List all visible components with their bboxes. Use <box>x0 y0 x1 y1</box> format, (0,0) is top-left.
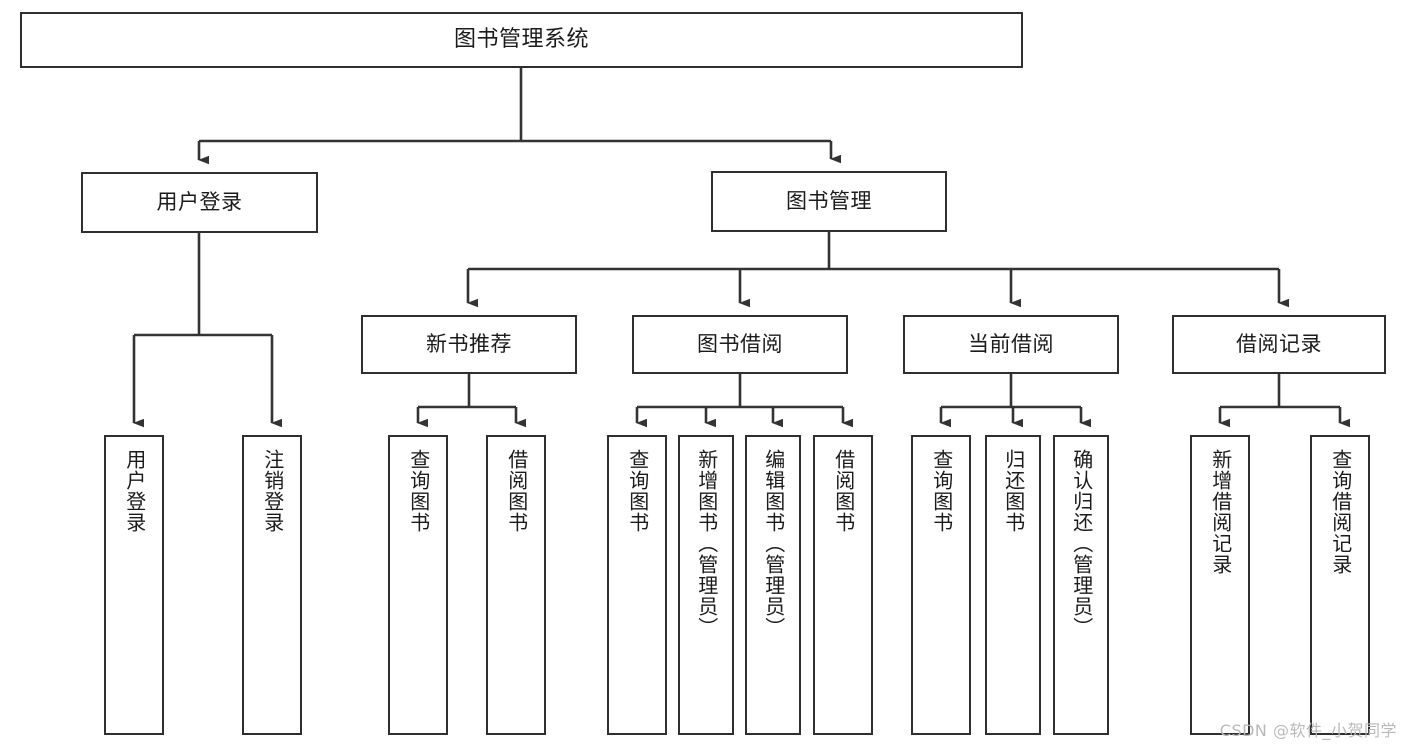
node-borrow-record[interactable]: 借阅记录 <box>1172 315 1386 374</box>
node-label: 归还图书 <box>1001 449 1026 533</box>
node-label: 注销登录 <box>260 449 285 533</box>
leaf-confirm-return-admin[interactable]: 确认归还（管理员） <box>1053 435 1109 735</box>
leaf-return-book[interactable]: 归还图书 <box>985 435 1041 735</box>
leaf-query-book-newbook[interactable]: 查询图书 <box>388 435 448 735</box>
leaf-user-login[interactable]: 用户登录 <box>104 435 164 735</box>
node-label: 查询图书 <box>929 449 954 533</box>
node-label: 用户登录 <box>156 190 243 215</box>
node-label: 查询借阅记录 <box>1328 449 1353 575</box>
node-label: 当前借阅 <box>968 332 1054 357</box>
node-label: 查询图书 <box>625 449 650 533</box>
node-book-management-system[interactable]: 图书管理系统 <box>20 12 1023 68</box>
leaf-borrow-book[interactable]: 借阅图书 <box>813 435 873 735</box>
leaf-query-book-borrow[interactable]: 查询图书 <box>607 435 667 735</box>
leaf-borrow-book-newbook[interactable]: 借阅图书 <box>486 435 546 735</box>
leaf-add-book-admin[interactable]: 新增图书（管理员） <box>678 435 734 735</box>
node-label: 新增借阅记录 <box>1208 449 1233 575</box>
node-label: 新增图书（管理员） <box>694 449 719 638</box>
leaf-logout[interactable]: 注销登录 <box>242 435 302 735</box>
node-label: 新书推荐 <box>426 332 512 357</box>
node-label: 图书管理系统 <box>453 27 589 53</box>
node-label: 图书管理 <box>786 189 872 214</box>
node-label: 借阅图书 <box>831 449 856 533</box>
node-label: 用户登录 <box>122 449 147 533</box>
csdn-watermark: CSDN @软件_小贺同学 <box>1219 721 1397 740</box>
node-label: 查询图书 <box>406 449 431 533</box>
node-label: 图书借阅 <box>697 332 783 357</box>
node-book-borrow[interactable]: 图书借阅 <box>632 315 848 374</box>
node-label: 确认归还（管理员） <box>1069 449 1094 638</box>
leaf-query-book-current[interactable]: 查询图书 <box>911 435 971 735</box>
leaf-query-borrow-record[interactable]: 查询借阅记录 <box>1310 435 1370 735</box>
node-book-management[interactable]: 图书管理 <box>711 171 947 232</box>
node-new-book-recommend[interactable]: 新书推荐 <box>361 315 577 374</box>
node-label: 借阅记录 <box>1236 332 1322 357</box>
node-user-login[interactable]: 用户登录 <box>81 172 318 233</box>
node-current-borrow[interactable]: 当前借阅 <box>903 315 1119 374</box>
node-label: 借阅图书 <box>504 449 529 533</box>
leaf-edit-book-admin[interactable]: 编辑图书（管理员） <box>745 435 801 735</box>
leaf-add-borrow-record[interactable]: 新增借阅记录 <box>1190 435 1250 735</box>
node-label: 编辑图书（管理员） <box>761 449 786 638</box>
